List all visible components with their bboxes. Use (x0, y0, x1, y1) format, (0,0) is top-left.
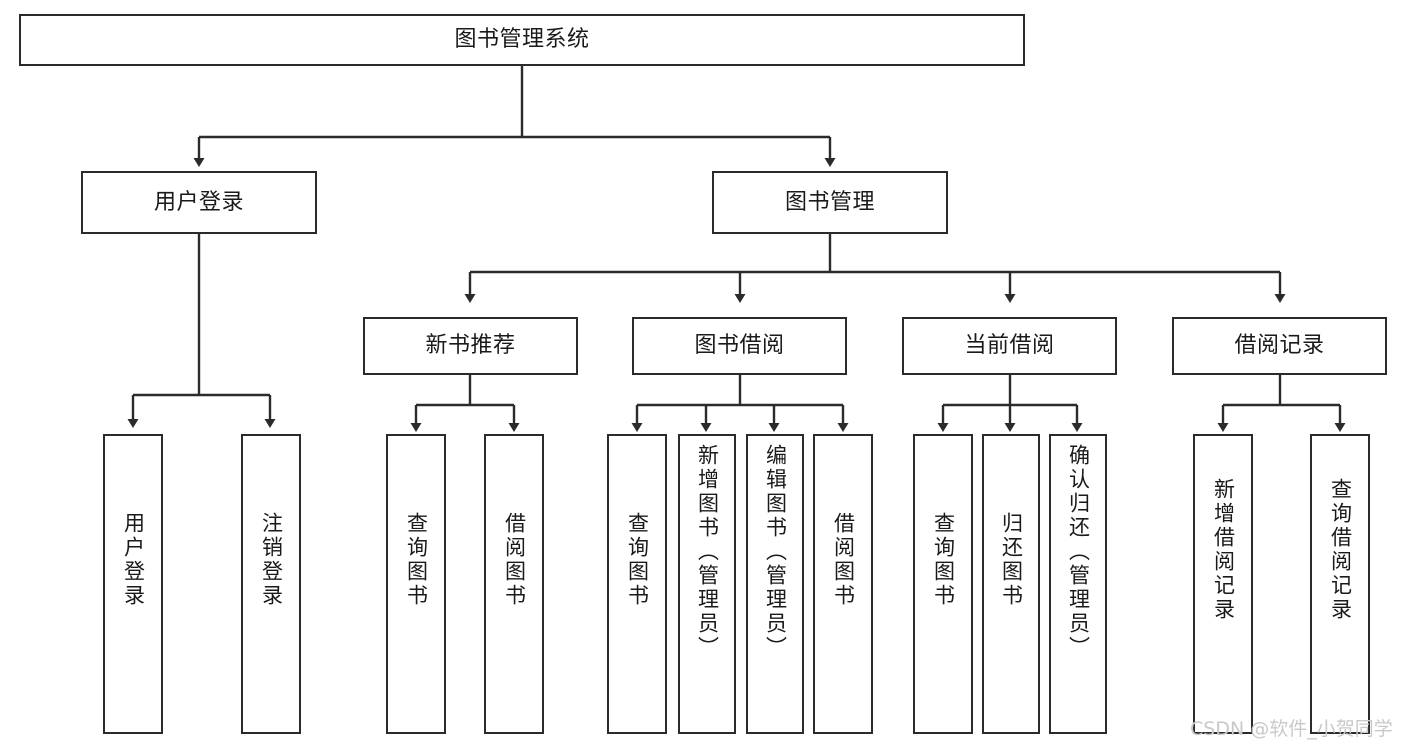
leaf-return-book[interactable]: 归还图书 (982, 434, 1040, 734)
leaf-query-borrow-record[interactable]: 查询借阅记录 (1310, 434, 1370, 734)
node-label: 新书推荐 (425, 333, 516, 359)
node-root-system[interactable]: 图书管理系统 (19, 14, 1025, 66)
node-label: 用户登录 (121, 512, 146, 608)
node-label: 编辑图书（管理员） (763, 444, 788, 660)
leaf-borrow-book[interactable]: 借阅图书 (813, 434, 873, 734)
node-label: 图书管理系统 (454, 27, 590, 53)
leaf-query-book-current[interactable]: 查询图书 (913, 434, 973, 734)
node-label: 图书管理 (784, 189, 875, 215)
node-current-borrow[interactable]: 当前借阅 (902, 317, 1117, 375)
node-label: 新增借阅记录 (1211, 478, 1236, 622)
node-label: 查询图书 (625, 512, 650, 608)
leaf-query-book-recommend[interactable]: 查询图书 (386, 434, 446, 734)
node-label: 查询图书 (931, 512, 956, 608)
node-user-login[interactable]: 用户登录 (81, 171, 317, 234)
node-new-book-recommend[interactable]: 新书推荐 (363, 317, 578, 375)
node-label: 借阅图书 (502, 512, 527, 608)
leaf-query-book-borrow[interactable]: 查询图书 (607, 434, 667, 734)
leaf-logout[interactable]: 注销登录 (241, 434, 301, 734)
leaf-add-borrow-record[interactable]: 新增借阅记录 (1193, 434, 1253, 734)
leaf-user-login[interactable]: 用户登录 (103, 434, 163, 734)
node-label: 确认归还（管理员） (1066, 444, 1091, 660)
node-label: 借阅图书 (831, 512, 856, 608)
leaf-edit-book-admin[interactable]: 编辑图书（管理员） (746, 434, 804, 734)
node-borrow-records[interactable]: 借阅记录 (1172, 317, 1387, 375)
node-label: 查询图书 (404, 512, 429, 608)
watermark-text: CSDN @软件_小贺同学 (1190, 718, 1393, 740)
leaf-borrow-book-recommend[interactable]: 借阅图书 (484, 434, 544, 734)
leaf-confirm-return-admin[interactable]: 确认归还（管理员） (1049, 434, 1107, 734)
node-label: 查询借阅记录 (1328, 478, 1353, 622)
leaf-add-book-admin[interactable]: 新增图书（管理员） (678, 434, 736, 734)
node-label: 用户登录 (153, 189, 244, 215)
node-label: 注销登录 (259, 512, 284, 608)
node-label: 当前借阅 (964, 333, 1055, 359)
node-label: 借阅记录 (1234, 333, 1325, 359)
node-label: 图书借阅 (694, 333, 785, 359)
node-book-management[interactable]: 图书管理 (712, 171, 948, 234)
node-book-borrow[interactable]: 图书借阅 (632, 317, 847, 375)
node-label: 归还图书 (999, 512, 1024, 608)
node-label: 新增图书（管理员） (695, 444, 720, 660)
